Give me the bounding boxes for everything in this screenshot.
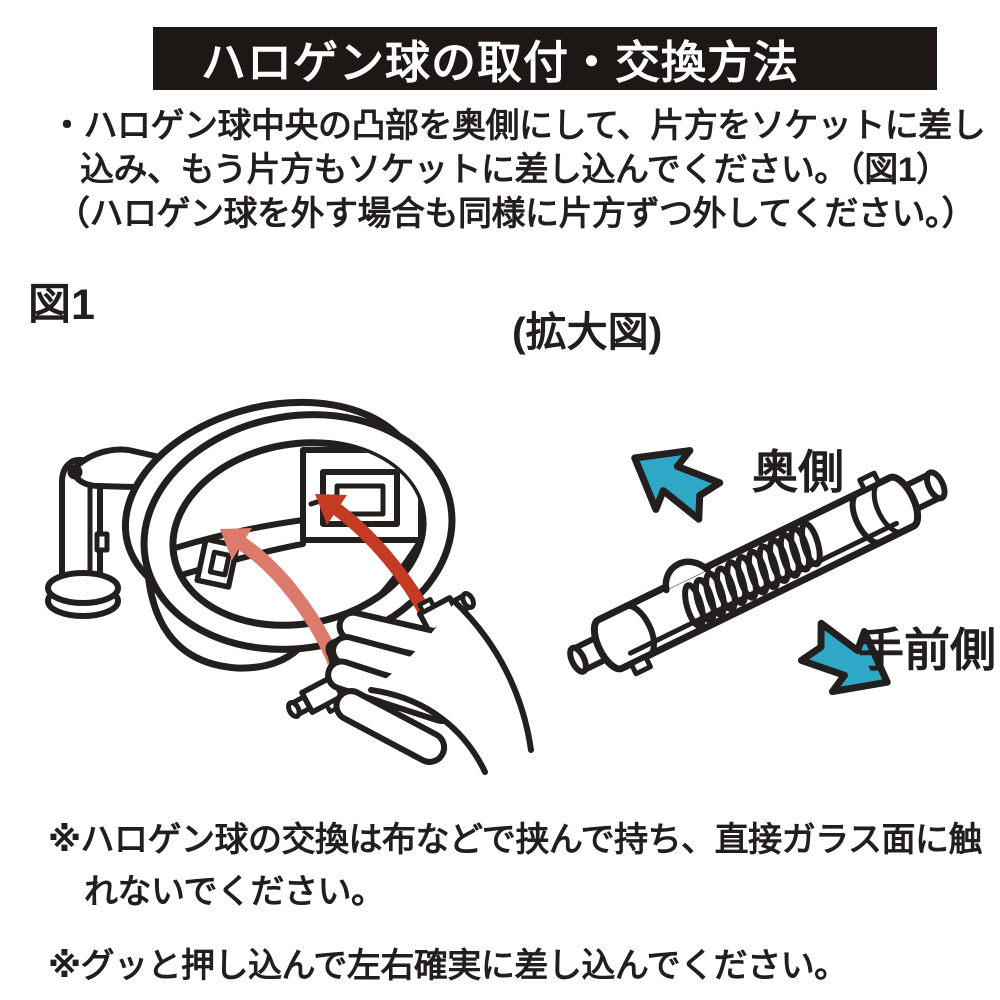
front-side-arrow-icon: [797, 619, 891, 696]
page-title-text: ハロゲン球の取付・交換方法: [200, 37, 799, 88]
hand: [325, 599, 534, 775]
note-line: ※ハロゲン球の交換は布などで挟んで持ち、直接ガラス面に触: [48, 821, 983, 859]
footnotes: ※ハロゲン球の交換は布などで挟んで持ち、直接ガラス面に触 れないでください。 ※…: [48, 814, 983, 992]
figure1-fixture-illustration: [45, 398, 534, 775]
figure1-label: 図1: [28, 281, 95, 329]
instruction-line: （ハロゲン球を外す場合も同様に片方ずつ外してください。）: [56, 195, 975, 233]
enlarged-view-label: (拡大図): [512, 309, 663, 355]
note-line: れないでください。: [84, 873, 385, 911]
halogen-bulb: [567, 469, 948, 677]
bulb-center-bump: [662, 558, 711, 594]
instruction-paragraph: ・ハロゲン球中央の凸部を奥側にして、片方をソケットに差し 込み、もう片方もソケッ…: [50, 104, 986, 236]
front-side-label: 手前側: [858, 624, 996, 676]
page-title: ハロゲン球の取付・交換方法: [153, 27, 937, 90]
filament-coil: [682, 520, 823, 629]
pivot-screw: [67, 464, 83, 480]
left-socket: [194, 536, 240, 590]
back-side-arrow-icon: [631, 447, 724, 523]
enlarged-bulb-illustration: [567, 447, 948, 696]
instruction-line: 込み、もう片方もソケットに差し込んでください。（図1）: [80, 151, 950, 189]
back-side-label: 奥側: [752, 446, 844, 498]
instruction-line: ・ハロゲン球中央の凸部を奥側にして、片方をソケットに差し: [50, 107, 986, 145]
note-line: ※グッと押し込んで左右確実に差し込んでください。: [48, 947, 848, 985]
